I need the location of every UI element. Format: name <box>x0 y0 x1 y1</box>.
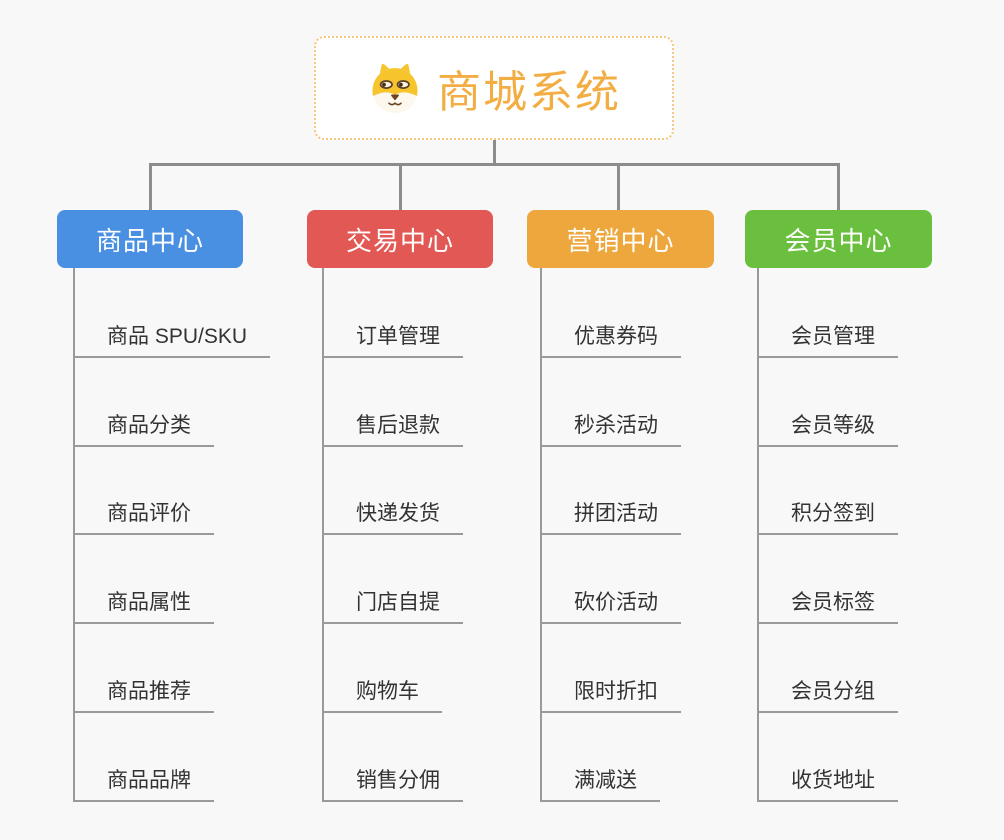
child-node[interactable]: 商品属性 <box>75 589 214 624</box>
branch-children-product: 商品 SPU/SKU 商品分类 商品评价 商品属性 商品推荐 商品品牌 <box>73 268 271 802</box>
child-node[interactable]: 购物车 <box>324 678 442 713</box>
child-node[interactable]: 商品 SPU/SKU <box>75 323 271 358</box>
child-node[interactable]: 砍价活动 <box>542 589 681 624</box>
connector-line <box>149 165 152 210</box>
child-node[interactable]: 快递发货 <box>324 500 463 535</box>
child-node[interactable]: 商品评价 <box>75 500 214 535</box>
child-node[interactable]: 会员等级 <box>759 412 898 447</box>
child-node[interactable]: 售后退款 <box>324 412 463 447</box>
child-node[interactable]: 限时折扣 <box>542 678 681 713</box>
child-node[interactable]: 会员管理 <box>759 323 898 358</box>
branch-header-member-center[interactable]: 会员中心 <box>745 210 932 268</box>
child-node[interactable]: 商品推荐 <box>75 678 214 713</box>
child-node[interactable]: 订单管理 <box>324 323 463 358</box>
child-node[interactable]: 优惠券码 <box>542 323 681 358</box>
branch-children-trade: 订单管理 售后退款 快递发货 门店自提 购物车 销售分佣 <box>322 268 463 802</box>
connector-line <box>399 165 402 210</box>
child-node[interactable]: 会员分组 <box>759 678 898 713</box>
child-node[interactable]: 门店自提 <box>324 589 463 624</box>
connector-line <box>493 140 496 166</box>
child-node[interactable]: 会员标签 <box>759 589 898 624</box>
child-node[interactable]: 收货地址 <box>759 767 898 802</box>
root-node-label: 商城系统 <box>437 68 621 117</box>
root-node[interactable]: 商城系统 <box>314 36 674 140</box>
shiba-dog-face-icon <box>372 63 418 114</box>
branch-children-member: 会员管理 会员等级 积分签到 会员标签 会员分组 收货地址 <box>757 268 898 802</box>
branch-header-product-center[interactable]: 商品中心 <box>57 210 243 268</box>
connector-line <box>837 165 840 210</box>
branch-children-marketing: 优惠券码 秒杀活动 拼团活动 砍价活动 限时折扣 满减送 <box>540 268 681 802</box>
connector-line <box>149 163 840 166</box>
child-node[interactable]: 商品品牌 <box>75 767 214 802</box>
branch-header-marketing-center[interactable]: 营销中心 <box>527 210 714 268</box>
connector-line <box>617 165 620 210</box>
child-node[interactable]: 销售分佣 <box>324 767 463 802</box>
child-node[interactable]: 满减送 <box>542 767 660 802</box>
child-node[interactable]: 秒杀活动 <box>542 412 681 447</box>
branch-header-trade-center[interactable]: 交易中心 <box>307 210 493 268</box>
child-node[interactable]: 拼团活动 <box>542 500 681 535</box>
child-node[interactable]: 积分签到 <box>759 500 898 535</box>
child-node[interactable]: 商品分类 <box>75 412 214 447</box>
